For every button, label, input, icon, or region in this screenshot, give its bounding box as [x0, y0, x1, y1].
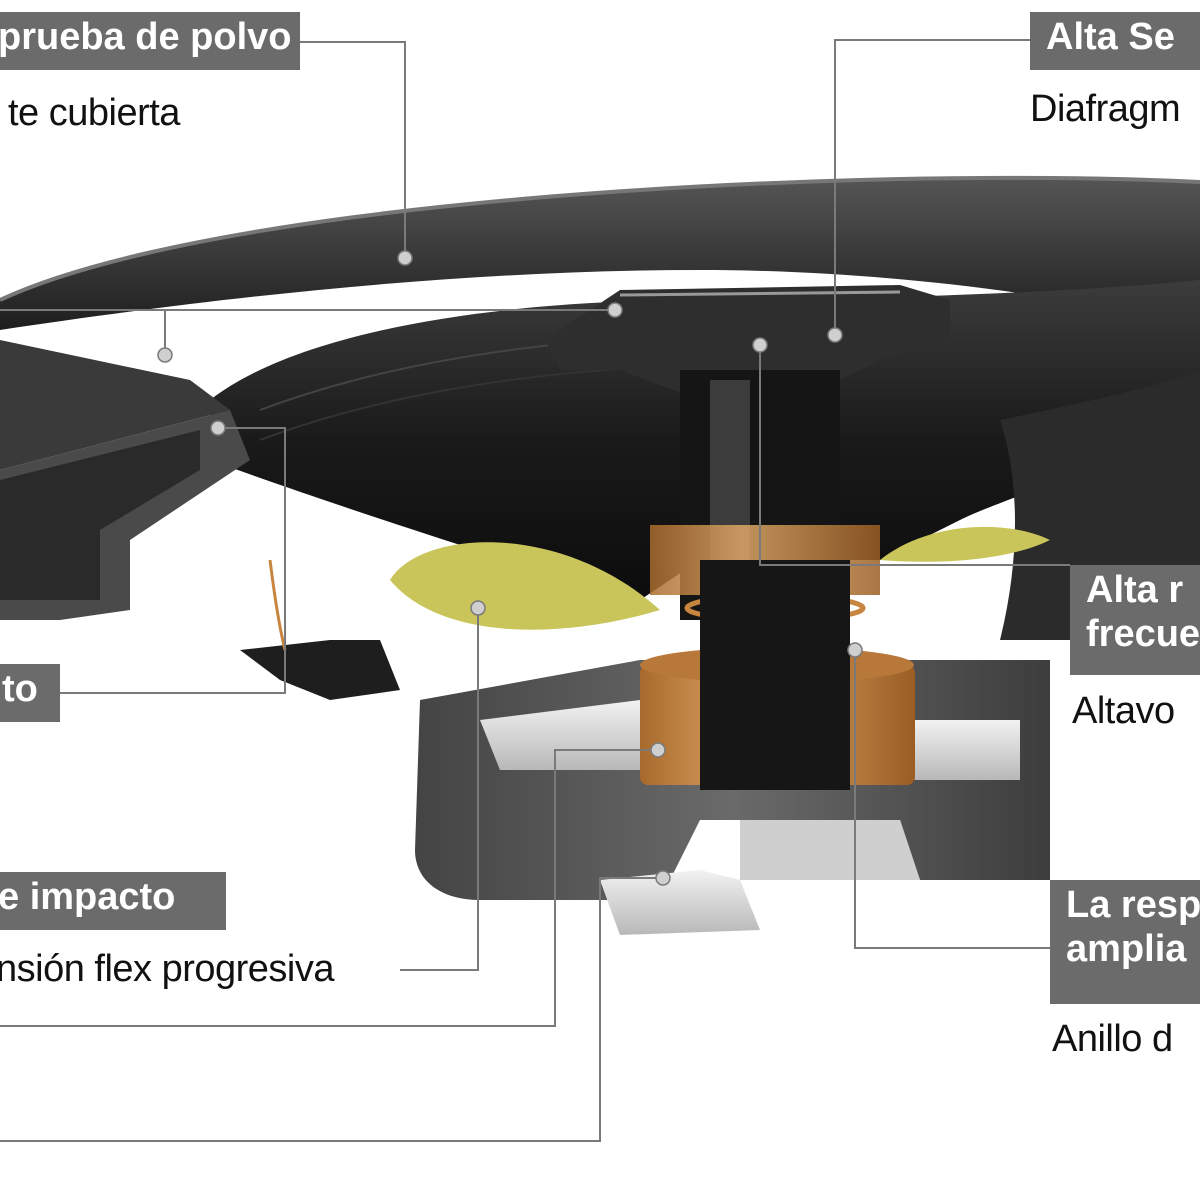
callout-response-line1: La resp	[1066, 884, 1200, 926]
speaker-frame-bracket	[0, 340, 250, 620]
terminal-connector	[240, 559, 400, 700]
callout-response-line2: amplia	[1066, 927, 1187, 970]
callout-response-label: La resp amplia	[1050, 880, 1200, 1004]
callout-response-description: Anillo d	[1052, 1018, 1173, 1060]
voice-coil	[640, 525, 915, 790]
callout-left-short-label: to	[0, 664, 60, 722]
callout-high-frequency-line1: Alta r	[1086, 569, 1184, 611]
callout-impact-description: nsión flex progresiva	[0, 948, 335, 990]
callout-high-sensitivity-description: Diafragm	[1030, 88, 1181, 130]
callout-dust-cap-label: prueba de polvo	[0, 12, 300, 70]
callout-impact-label: e impacto	[0, 872, 226, 930]
callout-high-frequency-label: Alta r frecue	[1070, 565, 1200, 675]
callout-high-sensitivity-label: Alta Se	[1030, 12, 1200, 70]
callout-high-frequency-description: Altavo	[1072, 690, 1175, 732]
callout-high-frequency-line2: frecue	[1086, 612, 1200, 655]
callout-dust-cap-description: te cubierta	[8, 92, 180, 134]
